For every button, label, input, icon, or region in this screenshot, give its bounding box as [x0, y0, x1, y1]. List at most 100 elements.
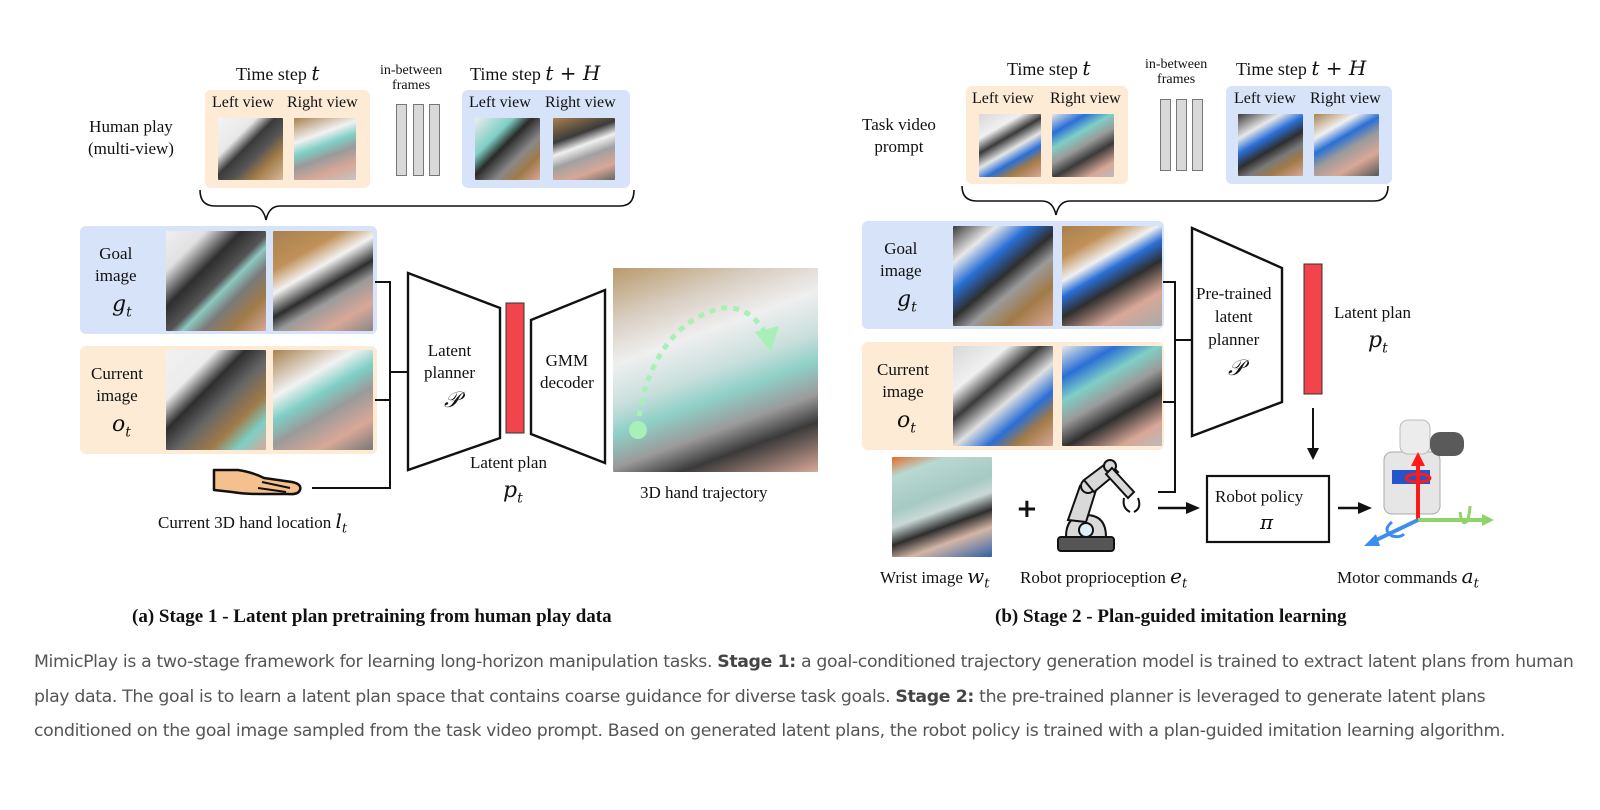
time-step-t-label: Time step t: [1007, 57, 1090, 80]
var-sub: t: [1182, 576, 1188, 592]
var-sub: t: [517, 490, 523, 507]
right-view-label: Right view: [1050, 90, 1121, 107]
arrow-head: [1186, 502, 1200, 514]
var-main: p: [1368, 328, 1383, 353]
time-var: t: [311, 61, 320, 85]
motor-command-axes-icon: [1364, 419, 1494, 546]
left-view-label: Left view: [972, 90, 1034, 107]
time-step-text: Time step: [236, 64, 312, 84]
description-bold: Stage 2:: [895, 686, 974, 707]
var-sub: t: [910, 420, 916, 437]
goal-image-label: Goal image: [95, 244, 137, 285]
hand-trajectory-photo: [613, 268, 818, 472]
time-var: t + H: [545, 61, 601, 85]
latent-plan-label: Latent plan: [1334, 303, 1411, 322]
goal-image-left-photo: [953, 226, 1053, 326]
hand-icon: [212, 468, 302, 496]
goal-image-right-photo: [273, 231, 373, 331]
pretrained-planner-label: Pre-trained latent planner: [1196, 284, 1272, 349]
current-var: ot: [112, 412, 131, 440]
current-image-right-photo: [1062, 346, 1162, 446]
var-sub: t: [126, 304, 132, 321]
hand-trajectory-label: 3D hand trajectory: [640, 483, 768, 502]
time-step-t-label: Time step t: [236, 62, 319, 85]
wrist-image-label: Wrist image wt: [880, 565, 989, 595]
latent-plan-var: pt: [503, 478, 523, 506]
description-bold: Stage 1:: [717, 652, 796, 672]
var-main: p: [503, 478, 518, 503]
robot-policy-box: [1205, 474, 1331, 544]
plus-sign: +: [1016, 494, 1038, 524]
in-between-frame: [413, 104, 424, 176]
pretrained-planner-block: [1190, 226, 1284, 438]
task-prompt-right-tH-photo: [1314, 114, 1379, 176]
var-main: o: [112, 412, 126, 437]
brace: [199, 189, 635, 221]
left-view-label: Left view: [1234, 90, 1296, 107]
in-between-frame: [396, 104, 407, 176]
input-connector: [312, 281, 391, 489]
latent-plan-label: Latent plan: [470, 453, 547, 472]
human-play-right-tH-photo: [553, 118, 615, 180]
time-step-tH-label: Time step t + H: [1236, 57, 1366, 80]
goal-image-right-photo: [1062, 226, 1162, 326]
in-between-frame: [429, 104, 440, 176]
latent-planner-block: [406, 271, 502, 472]
motor-commands-label: Motor commands at: [1337, 565, 1479, 595]
human-play-left-tH-photo: [475, 118, 540, 180]
stage1-caption: (a) Stage 1 - Latent plan pretraining fr…: [132, 606, 612, 627]
current-image-left-photo: [166, 350, 266, 450]
var-sub: t: [341, 521, 348, 537]
time-step-tH-label: Time step t + H: [470, 62, 600, 85]
wrist-image-photo: [892, 457, 992, 557]
human-play-left-t-photo: [218, 118, 283, 180]
arrow-head: [1307, 448, 1319, 460]
var-sub: t: [911, 299, 917, 316]
description-text: the pre-trained planner is leveraged to …: [34, 686, 1506, 742]
robot-arm-icon: [1057, 459, 1141, 552]
proprio-text: Robot proprioception: [1020, 568, 1171, 587]
current-image-label: Current image: [91, 364, 143, 405]
var-main: a: [1461, 564, 1474, 588]
planner-symbol: 𝒫: [1228, 356, 1244, 381]
hand-location-text: Current 3D hand location: [158, 513, 336, 532]
hand-location-label: Current 3D hand location lt: [158, 510, 347, 540]
trajectory-start: [629, 421, 647, 439]
human-play-right-t-photo: [294, 118, 356, 180]
goal-var: gt: [112, 292, 132, 320]
latent-plan-bar: [1303, 263, 1323, 395]
goal-image-label: Goal image: [880, 239, 922, 280]
trajectory-path: [635, 305, 771, 429]
latent-plan-var: pt: [1368, 328, 1388, 356]
trajectory-arrowhead: [755, 326, 779, 352]
task-prompt-right-t-photo: [1052, 114, 1114, 177]
task-prompt-left-t-photo: [979, 114, 1041, 177]
motor-text: Motor commands: [1337, 568, 1462, 587]
time-var: t + H: [1311, 56, 1367, 80]
human-play-label: Human play (multi-view): [88, 117, 174, 158]
current-image-label: Current image: [877, 360, 929, 401]
stage2-caption: (b) Stage 2 - Plan-guided imitation lear…: [995, 606, 1347, 627]
var-main: g: [897, 287, 912, 312]
input-connector: [1158, 281, 1176, 493]
task-prompt-left-tH-photo: [1238, 114, 1303, 176]
wrist-text: Wrist image: [880, 568, 968, 587]
right-view-label: Right view: [287, 94, 358, 111]
time-step-text: Time step: [470, 64, 546, 84]
in-between-frame: [1192, 99, 1203, 171]
time-var: t: [1082, 56, 1091, 80]
left-view-label: Left view: [469, 94, 531, 111]
latent-plan-bar: [505, 302, 525, 434]
task-video-prompt-label: Task video prompt: [862, 115, 936, 156]
arrow-head: [1358, 502, 1372, 514]
in-between-frames-label: in-between frames: [380, 63, 443, 93]
var-sub: t: [1382, 340, 1388, 357]
current-image-right-photo: [273, 350, 373, 450]
trajectory-overlay: [629, 305, 779, 439]
goal-var: gt: [897, 287, 917, 315]
description-text: a goal-conditioned trajectory generation…: [34, 652, 1574, 707]
var-sub: t: [984, 576, 990, 592]
right-view-label: Right view: [1310, 90, 1381, 107]
